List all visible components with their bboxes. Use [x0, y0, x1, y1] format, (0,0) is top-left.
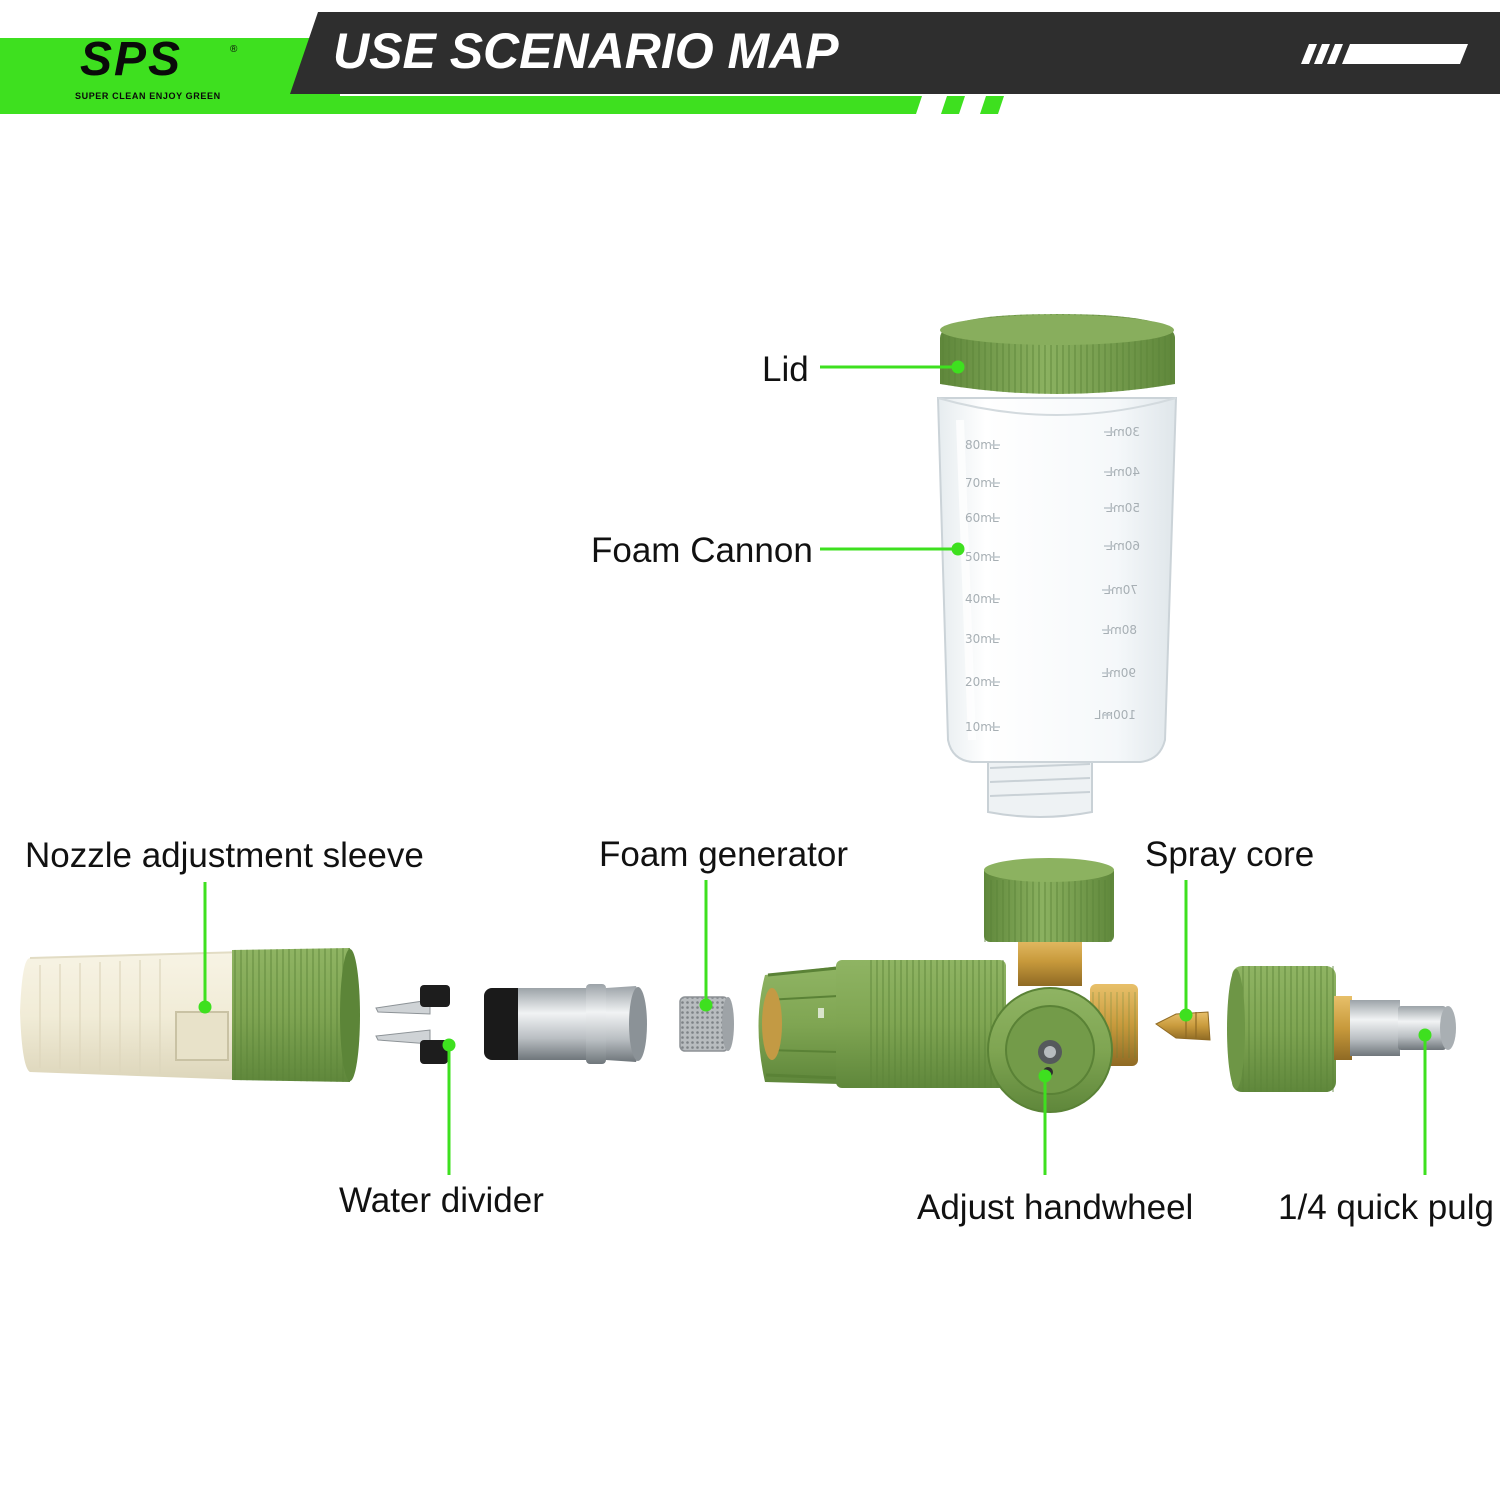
- label-nozzle-adjustment-sleeve: Nozzle adjustment sleeve: [25, 836, 424, 875]
- logo-tagline: SUPER CLEAN ENJOY GREEN: [75, 91, 221, 101]
- scale-right-mark: 80mL: [1103, 623, 1137, 637]
- label-quick-plug: 1/4 quick pulg: [1278, 1188, 1494, 1227]
- scale-right-mark: 100mL: [1094, 708, 1136, 722]
- lid: [940, 314, 1175, 394]
- scale-left-mark: 80mL: [965, 438, 999, 452]
- scale-left-mark: 40mL: [965, 592, 999, 606]
- scale-right-mark: 50mL: [1106, 501, 1140, 515]
- label-lid: Lid: [762, 350, 809, 389]
- scale-right-mark: 60mL: [1106, 539, 1140, 553]
- foam-generator: [679, 996, 734, 1052]
- header-banner: [0, 12, 1500, 114]
- label-adjust-handwheel: Adjust handwheel: [917, 1188, 1194, 1227]
- scale-left-mark: 60mL: [965, 511, 999, 525]
- leader-lid-dot: [951, 360, 965, 374]
- header-dark-bar: [290, 12, 1500, 94]
- header-deco-slash-3: [1327, 44, 1343, 64]
- leader-spray-core-dot: [1179, 1008, 1193, 1022]
- bottle-scale-right: 30mL 40mL 50mL 60mL 70mL 80mL 90mL 100mL: [1094, 425, 1140, 722]
- label-water-divider: Water divider: [339, 1181, 544, 1220]
- leader-nozzle-sleeve-dot: [198, 1000, 212, 1014]
- leader-water-divider-dot: [442, 1038, 456, 1052]
- spray-core: [1155, 1011, 1211, 1041]
- header-green-underline: [290, 96, 922, 114]
- bottle-scale-left: 80mL 70mL 60mL 50mL 40mL 30mL 20mL 10mL: [965, 438, 999, 734]
- scale-left-mark: 10mL: [965, 720, 999, 734]
- foam-cannon-bottle: 80mL 70mL 60mL 50mL 40mL 30mL 20mL 10mL …: [936, 376, 1178, 818]
- scale-left-mark: 50mL: [965, 550, 999, 564]
- scale-left-mark: 30mL: [965, 632, 999, 646]
- scale-left-mark: 20mL: [965, 675, 999, 689]
- scale-left-mark: 70mL: [965, 476, 999, 490]
- leader-quick-plug-dot: [1418, 1028, 1432, 1042]
- label-foam-generator: Foam generator: [599, 835, 849, 874]
- header-deco-bar: [1342, 44, 1468, 64]
- leader-foam-cannon-dot: [951, 542, 965, 556]
- water-divider: [375, 984, 647, 1064]
- logo-registered-mark: ®: [230, 44, 238, 55]
- leader-adjust-handwheel-dot: [1038, 1069, 1052, 1083]
- quick-plug: [1227, 966, 1456, 1092]
- scale-right-mark: 70mL: [1104, 583, 1138, 597]
- scale-right-mark: 30mL: [1106, 425, 1140, 439]
- header-green-tick-2: [980, 96, 1004, 114]
- header-deco-slash-1: [1301, 44, 1317, 64]
- leader-foam-generator-dot: [699, 998, 713, 1012]
- adjust-handwheel: [987, 987, 1113, 1113]
- bottle-scale-ticks: [990, 431, 1114, 728]
- label-foam-cannon: Foam Cannon: [591, 531, 813, 570]
- scale-right-mark: 90mL: [1102, 666, 1136, 680]
- page-title: USE SCENARIO MAP: [333, 23, 839, 79]
- header-deco-slash-2: [1314, 44, 1330, 64]
- scale-right-mark: 40mL: [1106, 465, 1140, 479]
- header-green-stripe: [0, 38, 340, 114]
- label-spray-core: Spray core: [1145, 835, 1315, 874]
- header-green-tick-1: [941, 96, 965, 114]
- nozzle-adjustment-sleeve: [20, 948, 360, 1082]
- logo: SPS: [80, 33, 183, 86]
